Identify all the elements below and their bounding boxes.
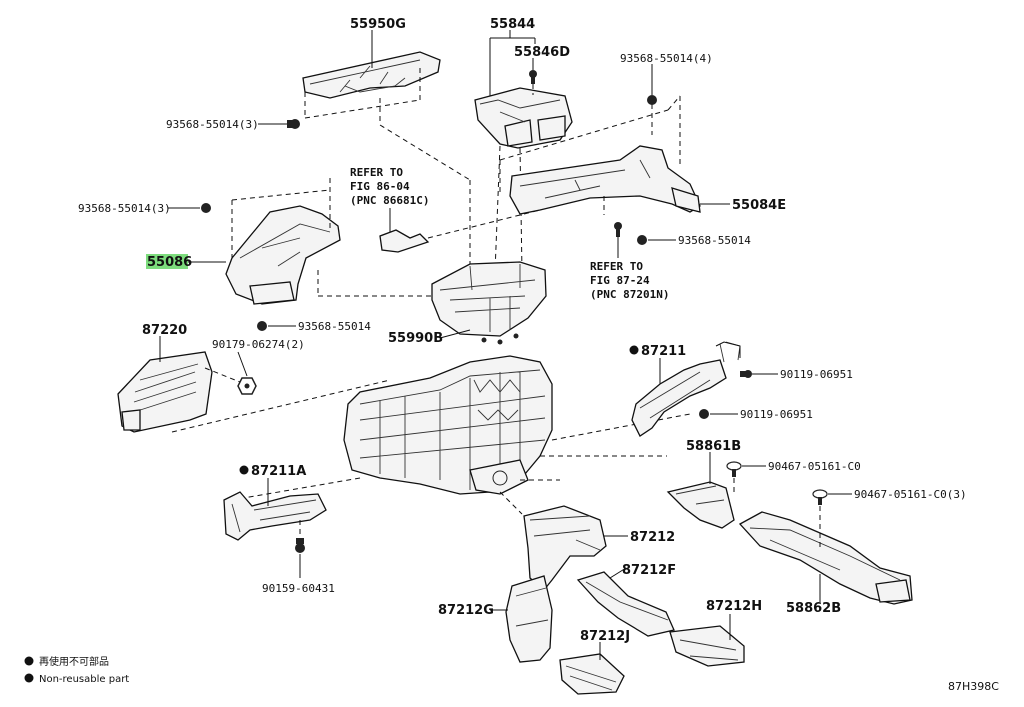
part-87212f-drawing [576,571,675,637]
part-87211a-drawing [223,491,327,541]
ref-86-line3[interactable]: (PNC 86681C) [350,194,429,207]
screw-93568-4 [647,95,657,105]
bolt-90119-top [740,370,752,378]
bolt-90159 [295,538,305,553]
label-87211[interactable]: 87211 [641,344,686,359]
part-55086-drawing [225,205,341,305]
label-87212g[interactable]: 87212G [438,603,494,618]
clip-55846d [529,70,537,84]
figure-code: 87H398C [948,680,999,693]
highlight-55086 [146,254,188,269]
nonreuse-dot-87211a [239,465,249,475]
screw-93568-right [637,235,647,245]
label-90467-05161-c0-3[interactable]: 90467-05161-C0(3) [854,488,967,501]
bolt-90119-mid [699,409,709,419]
label-55084e[interactable]: 55084E [732,198,786,213]
part-87212-drawing [523,505,607,591]
screw-93568-3-left [201,203,211,213]
label-87220[interactable]: 87220 [142,323,187,338]
nonreuse-dot-87211 [629,345,639,355]
legend-dot-1 [24,656,34,666]
label-93568-55014-3-left[interactable]: 93568-55014(3) [78,202,171,215]
label-87212j[interactable]: 87212J [580,629,630,644]
label-87211a[interactable]: 87211A [251,464,306,479]
part-87212g-drawing [505,575,553,663]
hvac-unit-drawing [343,355,553,495]
label-55844[interactable]: 55844 [490,17,535,32]
screw-93568-bottom [257,321,267,331]
ref-87-line2: FIG 87-24 [590,274,650,287]
clip-90467-b [812,489,828,505]
label-55950g[interactable]: 55950G [350,17,406,32]
ref-86-line1: REFER TO [350,166,403,179]
label-87212f[interactable]: 87212F [622,563,676,578]
clip-refer-87-24 [614,222,622,237]
label-90179-06274[interactable]: 90179-06274(2) [212,338,305,351]
part-58861b-drawing [666,481,735,529]
legend-dot-2 [24,673,34,683]
label-90467-05161-c0[interactable]: 90467-05161-C0 [768,460,861,473]
clip-90467-a [726,461,742,477]
label-87212[interactable]: 87212 [630,530,675,545]
label-90119-06951-top[interactable]: 90119-06951 [780,368,853,381]
label-90159-60431[interactable]: 90159-60431 [262,582,335,595]
label-58861b[interactable]: 58861B [686,439,741,454]
part-87211-drawing [631,341,741,437]
bracket-refer-86-04 [379,229,430,253]
part-87212h-drawing [669,625,745,667]
label-55990b[interactable]: 55990B [388,331,443,346]
nut-90179 [237,377,257,395]
screw-93568-3-top [287,119,300,129]
label-93568-55014-bottom[interactable]: 93568-55014 [298,320,371,333]
part-55950g-drawing [302,51,441,99]
legend-jp: 再使用不可部品 [39,655,109,668]
label-93568-55014-3-top[interactable]: 93568-55014(3) [166,118,259,131]
label-93568-55014-4[interactable]: 93568-55014(4) [620,52,713,65]
label-90119-06951-mid[interactable]: 90119-06951 [740,408,813,421]
label-87212h[interactable]: 87212H [706,599,762,614]
part-55990b-drawing [431,261,547,345]
label-93568-55014-right[interactable]: 93568-55014 [678,234,751,247]
part-87212j-drawing [559,653,625,695]
label-55086[interactable]: 55086 [147,255,192,270]
part-87220-drawing [117,351,213,433]
legend-en: Non-reusable part [39,674,129,685]
part-55084e-drawing [509,145,701,215]
part-58862b-drawing [738,511,913,605]
ref-87-line3[interactable]: (PNC 87201N) [590,288,669,301]
ref-87-line1: REFER TO [590,260,643,273]
part-55844-drawing [474,87,573,149]
label-55846d[interactable]: 55846D [514,45,570,60]
label-58862b[interactable]: 58862B [786,601,841,616]
ref-86-line2: FIG 86-04 [350,180,410,193]
